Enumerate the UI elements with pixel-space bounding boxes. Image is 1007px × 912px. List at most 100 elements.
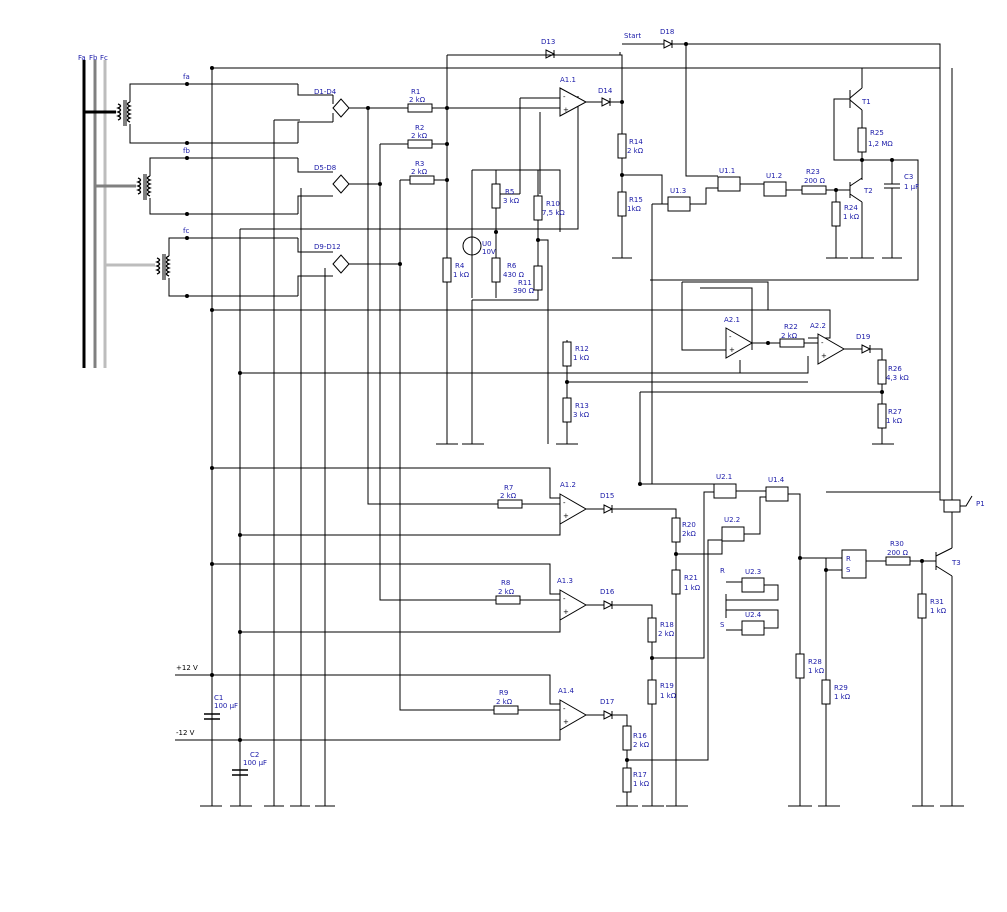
svg-text:R16: R16 bbox=[633, 732, 647, 740]
svg-text:R20: R20 bbox=[682, 521, 696, 529]
svg-text:+: + bbox=[563, 718, 569, 726]
bridge-2-label: D5-D8 bbox=[314, 164, 336, 172]
svg-text:1,2 MΩ: 1,2 MΩ bbox=[868, 140, 893, 148]
svg-text:1 kΩ: 1 kΩ bbox=[453, 271, 470, 279]
transformer-b bbox=[136, 157, 298, 215]
svg-text:-: - bbox=[821, 339, 824, 347]
svg-text:U0: U0 bbox=[482, 240, 492, 248]
svg-text:C1: C1 bbox=[214, 694, 223, 702]
svg-text:R4: R4 bbox=[455, 262, 465, 270]
svg-text:390 Ω: 390 Ω bbox=[513, 287, 535, 295]
svg-text:2 kΩ: 2 kΩ bbox=[627, 147, 644, 155]
svg-text:-: - bbox=[729, 333, 732, 341]
svg-text:R26: R26 bbox=[888, 365, 902, 373]
svg-text:P1: P1 bbox=[976, 500, 985, 508]
svg-text:430 Ω: 430 Ω bbox=[503, 271, 525, 279]
start-section: Start D18 bbox=[622, 28, 941, 177]
svg-text:U1.2: U1.2 bbox=[766, 172, 782, 180]
svg-text:1 kΩ: 1 kΩ bbox=[834, 693, 851, 701]
svg-text:R17: R17 bbox=[633, 771, 647, 779]
svg-text:R8: R8 bbox=[501, 579, 510, 587]
svg-text:200 Ω: 200 Ω bbox=[887, 549, 909, 557]
svg-text:R31: R31 bbox=[930, 598, 944, 606]
bridge-3: D9-D12 bbox=[297, 238, 368, 296]
svg-text:R24: R24 bbox=[844, 204, 858, 212]
svg-text:2 kΩ: 2 kΩ bbox=[500, 492, 517, 500]
svg-text:2 kΩ: 2 kΩ bbox=[658, 630, 675, 638]
svg-text:A1.1: A1.1 bbox=[560, 76, 576, 84]
opamp-a11: -+ A1.1 D14 bbox=[496, 76, 624, 195]
svg-text:R18: R18 bbox=[660, 621, 674, 629]
svg-text:R19: R19 bbox=[660, 682, 674, 690]
capacitor-c2: C2 100 µF bbox=[232, 751, 267, 776]
svg-text:R13: R13 bbox=[575, 402, 589, 410]
svg-text:U2.4: U2.4 bbox=[745, 611, 762, 619]
svg-text:D14: D14 bbox=[598, 87, 613, 95]
svg-text:R1: R1 bbox=[411, 88, 420, 96]
svg-text:1kΩ: 1kΩ bbox=[627, 205, 642, 213]
logic-gates-2: U2.1 U2.2 U1.4 U2.3 U2.4 R S R28 1 kΩ R2… bbox=[638, 391, 940, 807]
svg-text:R12: R12 bbox=[575, 345, 589, 353]
opamp-a13: R8 2 kΩ -+ A1.3 D16 bbox=[470, 577, 653, 621]
svg-text:1 kΩ: 1 kΩ bbox=[930, 607, 947, 615]
svg-text:R3: R3 bbox=[415, 160, 424, 168]
svg-text:D13: D13 bbox=[541, 38, 555, 46]
svg-text:U1.3: U1.3 bbox=[670, 187, 686, 195]
bridge-2: D5-D8 bbox=[297, 158, 368, 214]
capacitor-c1: C1 100 µF bbox=[204, 694, 238, 720]
svg-text:100 µF: 100 µF bbox=[243, 759, 267, 767]
opamp-a21-a22: -+ A2.1 R22 2 kΩ -+ A2.2 D19 R26 4,3 kΩ … bbox=[650, 281, 909, 445]
svg-text:C3: C3 bbox=[904, 173, 913, 181]
svg-text:T3: T3 bbox=[951, 559, 961, 567]
svg-text:2 kΩ: 2 kΩ bbox=[411, 132, 428, 140]
bridge-1-label: D1-D4 bbox=[314, 88, 337, 96]
svg-text:D17: D17 bbox=[600, 698, 614, 706]
svg-text:+: + bbox=[821, 352, 827, 360]
svg-text:-: - bbox=[563, 93, 566, 101]
svg-text:1 kΩ: 1 kΩ bbox=[633, 780, 650, 788]
svg-text:3 kΩ: 3 kΩ bbox=[573, 411, 590, 419]
phase-a-label: Fa bbox=[78, 54, 86, 62]
phase-c-label: Fc bbox=[100, 54, 108, 62]
svg-text:2 kΩ: 2 kΩ bbox=[633, 741, 650, 749]
output-stage: R S R30 200 Ω T3 R31 1 kΩ P1 bbox=[841, 68, 985, 807]
rs-s-label: S bbox=[846, 566, 851, 574]
phase-b-label: Fb bbox=[89, 54, 98, 62]
divider-r16-r17: R16 2 kΩ R17 1 kΩ bbox=[616, 539, 722, 807]
svg-text:1 kΩ: 1 kΩ bbox=[843, 213, 860, 221]
svg-text:1 kΩ: 1 kΩ bbox=[660, 692, 677, 700]
svg-text:7,5 kΩ: 7,5 kΩ bbox=[542, 209, 565, 217]
svg-text:+: + bbox=[729, 346, 735, 354]
divider-r20-r21: R20 2kΩ R21 1 kΩ bbox=[666, 517, 723, 807]
bridge-1: D1-D4 bbox=[297, 84, 368, 143]
rs-r-small: R bbox=[720, 567, 725, 575]
svg-text:R22: R22 bbox=[784, 323, 798, 331]
bridge-3-label: D9-D12 bbox=[314, 243, 341, 251]
svg-text:-: - bbox=[563, 595, 566, 603]
svg-text:R29: R29 bbox=[834, 684, 848, 692]
start-label: Start bbox=[624, 32, 641, 40]
divider-r12-r13: R12 1 kΩ R13 3 kΩ bbox=[556, 340, 808, 445]
rs-r-label: R bbox=[846, 555, 851, 563]
fb-label: fb bbox=[183, 147, 190, 155]
transformer-a bbox=[116, 83, 298, 144]
svg-text:A1.3: A1.3 bbox=[557, 577, 573, 585]
fa-label: fa bbox=[183, 73, 190, 81]
svg-text:R25: R25 bbox=[870, 129, 884, 137]
phase-busbars: Fa Fb Fc bbox=[78, 54, 155, 368]
opamp-a12: R7 2 kΩ -+ A1.2 D15 bbox=[470, 481, 677, 525]
reference-network: R5 3 kΩ R6 430 Ω R10 7,5 kΩ R11 390 Ω U0… bbox=[462, 169, 565, 445]
svg-text:R2: R2 bbox=[415, 124, 424, 132]
svg-text:R30: R30 bbox=[890, 540, 904, 548]
timer-transistors: T1 R25 1,2 MΩ T2 R24 1 kΩ C3 1 µF bbox=[650, 68, 919, 281]
opamp-a14: R9 2 kΩ -+ A1.4 D17 bbox=[470, 687, 628, 731]
svg-text:1 kΩ: 1 kΩ bbox=[886, 417, 903, 425]
svg-text:R6: R6 bbox=[507, 262, 517, 270]
input-network: R1 2 kΩ R2 2 kΩ R3 2 kΩ R4 1 kΩ bbox=[349, 52, 621, 711]
svg-text:R23: R23 bbox=[806, 168, 820, 176]
svg-text:R28: R28 bbox=[808, 658, 822, 666]
svg-text:R27: R27 bbox=[888, 408, 902, 416]
svg-text:D19: D19 bbox=[856, 333, 870, 341]
svg-text:2 kΩ: 2 kΩ bbox=[411, 168, 428, 176]
